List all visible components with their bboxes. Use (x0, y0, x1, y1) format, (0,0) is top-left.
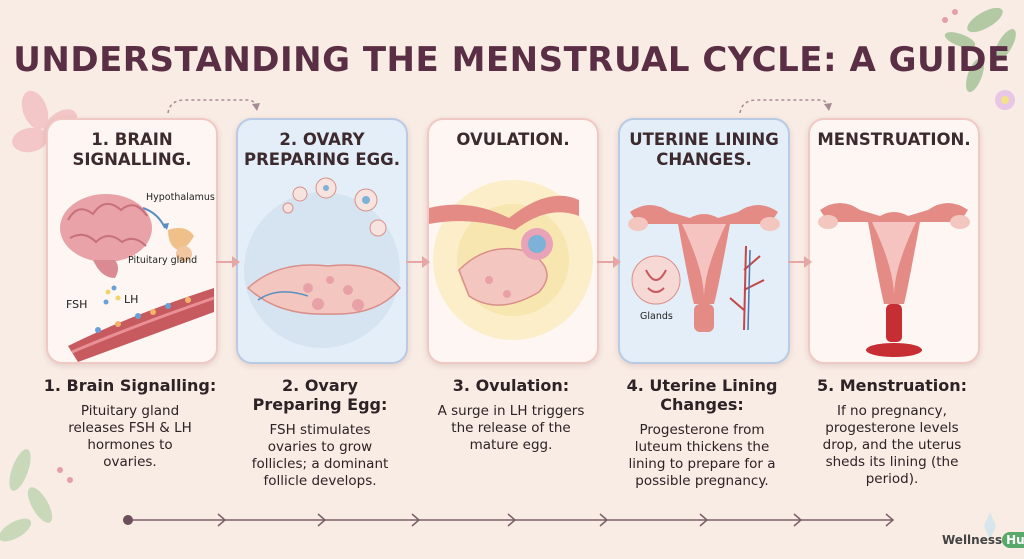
card-title: MENSTRUATION. (817, 130, 971, 149)
step-4-description: 4. Uterine Lining Changes: Progesterone … (612, 376, 792, 490)
card-menstruation: MENSTRUATION. (808, 118, 980, 364)
step-heading: 1. Brain Signalling: (43, 376, 217, 395)
brain-illustration: Hypothalamus Pituitary gland FSH LH (60, 192, 215, 362)
step-heading: 2. Ovary Preparing Egg: (252, 376, 388, 414)
step-body: FSH stimulates ovaries to grow follicles… (251, 422, 389, 489)
step-5-description: 5. Menstruation: If no pregnancy, proges… (802, 376, 982, 488)
step-2-description: 2. Ovary Preparing Egg: FSH stimulates o… (230, 376, 410, 490)
card-ovulation: OVULATION. (427, 118, 599, 364)
menstruation-illustration (818, 203, 970, 357)
fsh-label: FSH (66, 298, 87, 311)
card-title: 2. OVARY PREPARING EGG. (244, 130, 400, 169)
card-title: UTERINE LINING CHANGES. (629, 130, 779, 169)
step-body: A surge in LH triggers the release of th… (437, 403, 585, 453)
wellness-hub-logo: WellnessHub (942, 532, 1024, 548)
card-title: OVULATION. (456, 130, 570, 149)
step-body: If no pregnancy, progesterone levels dro… (822, 403, 962, 487)
step-heading: 5. Menstruation: (816, 376, 968, 395)
lh-label: LH (124, 293, 138, 306)
card-brain-signalling: 1. BRAIN SIGNALLING. Hypothalamus Pituit… (46, 118, 218, 364)
step-3-description: 3. Ovulation: A surge in LH triggers the… (421, 376, 601, 454)
card-title: 1. BRAIN SIGNALLING. (72, 130, 192, 169)
uterus-lining-illustration: Glands (628, 205, 780, 332)
pituitary-label: Pituitary gland (128, 255, 197, 266)
step-1-description: 1. Brain Signalling: Pituitary gland rel… (40, 376, 220, 471)
card-uterine-lining: UTERINE LINING CHANGES. Glands (618, 118, 790, 364)
ovary-follicles-illustration (244, 177, 401, 348)
step-body: Pituitary gland releases FSH & LH hormon… (68, 403, 192, 470)
step-heading: 3. Ovulation: (452, 376, 570, 395)
card-ovary-preparing-egg: 2. OVARY PREPARING EGG. (236, 118, 408, 364)
glands-label: Glands (640, 311, 673, 322)
page-title: UNDERSTANDING THE MENSTRUAL CYCLE: A GUI… (13, 40, 1011, 80)
ovulation-illustration (429, 180, 593, 340)
step-body: Progesterone from luteum thickens the li… (628, 422, 776, 489)
step-heading: 4. Uterine Lining Changes: (626, 376, 778, 414)
hypothalamus-label: Hypothalamus (146, 192, 215, 203)
